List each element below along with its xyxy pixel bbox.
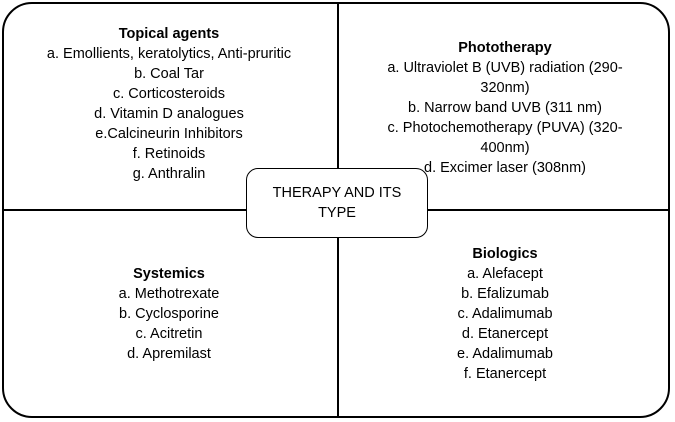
topical-item: a. Emollients, keratolytics, Anti-prurit… — [46, 46, 292, 62]
phototherapy-item: c. Photochemotherapy (PUVA) (320- — [387, 120, 623, 136]
biologics-quadrant: Biologics a. Alefacept b. Efalizumab c. … — [345, 244, 665, 384]
biologics-item: c. Adalimumab — [457, 306, 553, 322]
topical-item: b. Coal Tar — [134, 66, 204, 82]
topical-agents-quadrant: Topical agents a. Emollients, keratolyti… — [10, 24, 328, 184]
phototherapy-item: b. Narrow band UVB (311 nm) — [408, 100, 602, 116]
phototherapy-item: 400nm) — [480, 140, 530, 156]
topical-item: g. Anthralin — [132, 166, 206, 182]
systemics-item: c. Acitretin — [135, 326, 203, 342]
systemics-title: Systemics — [133, 266, 205, 282]
biologics-item: e. Adalimumab — [457, 346, 553, 362]
systemics-item: d. Apremilast — [127, 346, 211, 362]
systemics-item: a. Methotrexate — [118, 286, 220, 302]
biologics-item: f. Etanercept — [463, 366, 547, 382]
phototherapy-item: 320nm) — [480, 80, 530, 96]
systemics-quadrant: Systemics a. Methotrexate b. Cyclosporin… — [10, 264, 328, 364]
phototherapy-quadrant: Phototherapy a. Ultraviolet B (UVB) radi… — [345, 38, 665, 178]
biologics-title: Biologics — [472, 246, 538, 262]
biologics-item: a. Alefacept — [467, 266, 543, 282]
biologics-item: b. Efalizumab — [461, 286, 549, 302]
topical-agents-title: Topical agents — [118, 26, 220, 42]
topical-item: d. Vitamin D analogues — [94, 106, 244, 122]
phototherapy-item: a. Ultraviolet B (UVB) radiation (290- — [387, 60, 623, 76]
topical-item: f. Retinoids — [132, 146, 206, 162]
biologics-item: d. Etanercept — [461, 326, 549, 342]
topical-item: e.Calcineurin Inhibitors — [95, 126, 243, 142]
phototherapy-item: d. Excimer laser (308nm) — [424, 160, 586, 176]
center-label-box: THERAPY AND ITS TYPE — [246, 168, 428, 238]
phototherapy-title: Phototherapy — [458, 40, 552, 56]
systemics-item: b. Cyclosporine — [119, 306, 219, 322]
topical-item: c. Corticosteroids — [112, 86, 225, 102]
center-label: THERAPY AND ITS TYPE — [272, 185, 402, 221]
